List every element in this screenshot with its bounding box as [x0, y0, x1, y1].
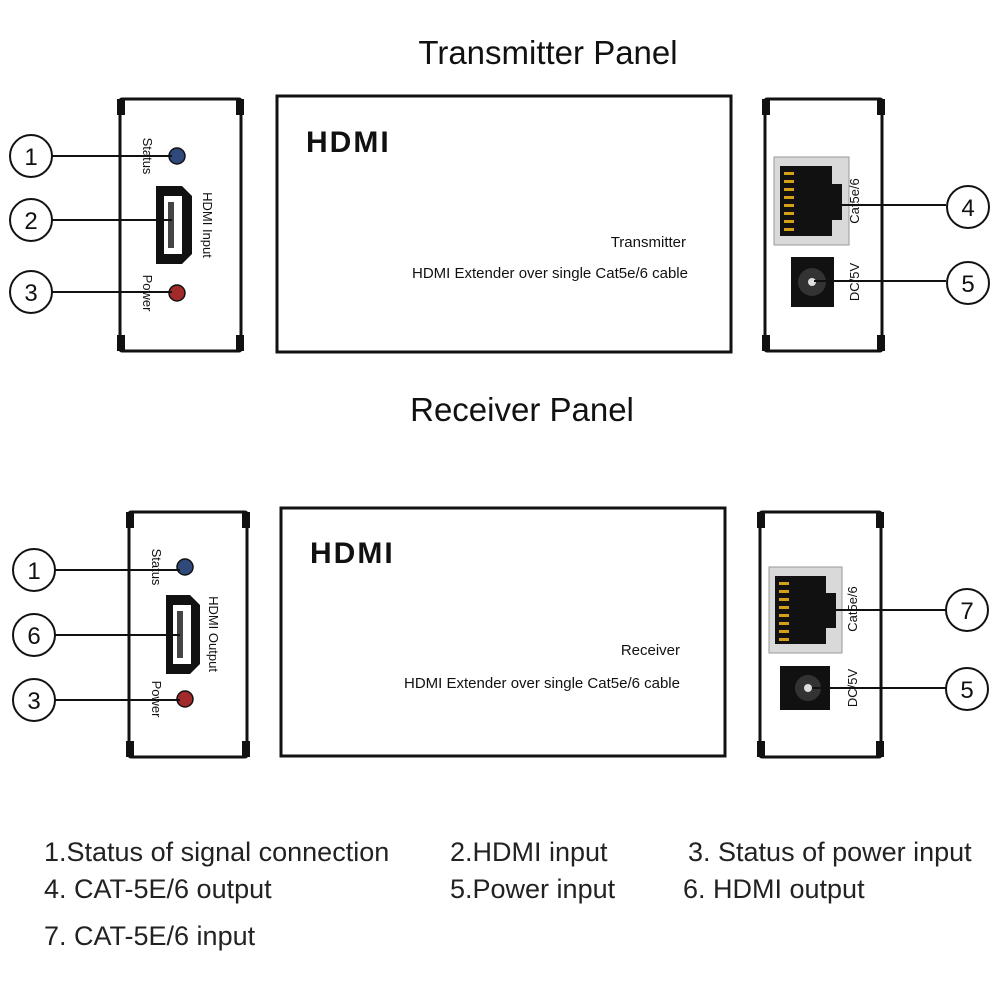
legend-item: 5.Power input	[450, 874, 616, 904]
panel-corner	[126, 741, 134, 757]
status-led-icon	[176, 558, 194, 576]
callout-number: 3	[24, 280, 37, 307]
callout-number: 2	[24, 208, 37, 235]
status-label: Status	[149, 549, 164, 586]
device-description: HDMI Extender over single Cat5e/6 cable	[412, 265, 688, 282]
hdmi-logo: HDMI	[306, 126, 391, 159]
device-name: Transmitter	[611, 234, 686, 251]
legend-item: 7. CAT-5E/6 input	[44, 921, 256, 951]
panel-corner	[117, 335, 125, 351]
callout-number: 5	[961, 271, 974, 298]
transmitter-face-frame	[275, 94, 733, 354]
dc-jack-icon	[791, 257, 834, 307]
callout-circle	[12, 548, 56, 592]
panel-corner	[877, 335, 885, 351]
panel-corner	[762, 335, 770, 351]
panel-corner	[242, 512, 250, 528]
panel-corner	[876, 741, 884, 757]
callout-number: 6	[27, 623, 40, 650]
callout-circle	[9, 270, 53, 314]
transmitter-face: HDMI Transmitter HDMI Extender over sing…	[275, 94, 733, 354]
callout-circle	[9, 198, 53, 242]
legend-item: 3. Status of power input	[688, 837, 972, 867]
panel-corner	[236, 99, 244, 115]
callout-circle	[12, 613, 56, 657]
legend-item: 2.HDMI input	[450, 837, 608, 867]
callout-circle	[945, 588, 989, 632]
panel-corner	[757, 512, 765, 528]
hdmi-input-label: HDMI Input	[200, 192, 215, 258]
callout-number: 7	[960, 598, 973, 625]
transmitter-panel-title: Transmitter Panel	[418, 34, 677, 71]
callout-number: 1	[27, 558, 40, 585]
panel-corner	[876, 512, 884, 528]
callout-circle	[946, 261, 990, 305]
legend: 1.Status of signal connection 2.HDMI inp…	[44, 837, 972, 951]
callout-circle	[9, 134, 53, 178]
callout-circle	[945, 667, 989, 711]
receiver-face: HDMI Receiver HDMI Extender over single …	[279, 506, 727, 758]
receiver-face-frame	[279, 506, 727, 758]
panel-corner	[242, 741, 250, 757]
rj45-port-icon	[773, 156, 850, 246]
receiver-left-panel: Status HDMI Output Power	[126, 510, 250, 759]
panel-corner	[126, 512, 134, 528]
device-name: Receiver	[621, 642, 680, 659]
callout-number: 1	[24, 144, 37, 171]
callout-circle	[12, 678, 56, 722]
hdmi-port-icon	[156, 186, 192, 264]
callout-circle	[946, 185, 990, 229]
device-description: HDMI Extender over single Cat5e/6 cable	[404, 675, 680, 692]
callout-number: 3	[27, 688, 40, 715]
receiver-right-panel: Cat5e/6 DC/5V	[757, 510, 884, 759]
callout-number: 4	[961, 195, 974, 222]
panel-corner	[117, 99, 125, 115]
legend-item: 1.Status of signal connection	[44, 837, 389, 867]
legend-item: 6. HDMI output	[683, 874, 865, 904]
cat-label: Cat5e/6	[847, 178, 862, 224]
transmitter-right-panel: Cat5e/6 DC/5V	[762, 97, 885, 353]
hdmi-output-label: HDMI Output	[206, 596, 221, 672]
receiver-panel-title: Receiver Panel	[410, 391, 634, 428]
hdmi-logo: HDMI	[310, 537, 395, 570]
panel-corner	[762, 99, 770, 115]
panel-corner	[877, 99, 885, 115]
panel-corner	[236, 335, 244, 351]
callout-number: 5	[960, 677, 973, 704]
transmitter-left-panel: Status HDMI Input Power	[117, 97, 244, 353]
power-label: Power	[140, 275, 155, 313]
panel-corner	[757, 741, 765, 757]
legend-item: 4. CAT-5E/6 output	[44, 874, 272, 904]
